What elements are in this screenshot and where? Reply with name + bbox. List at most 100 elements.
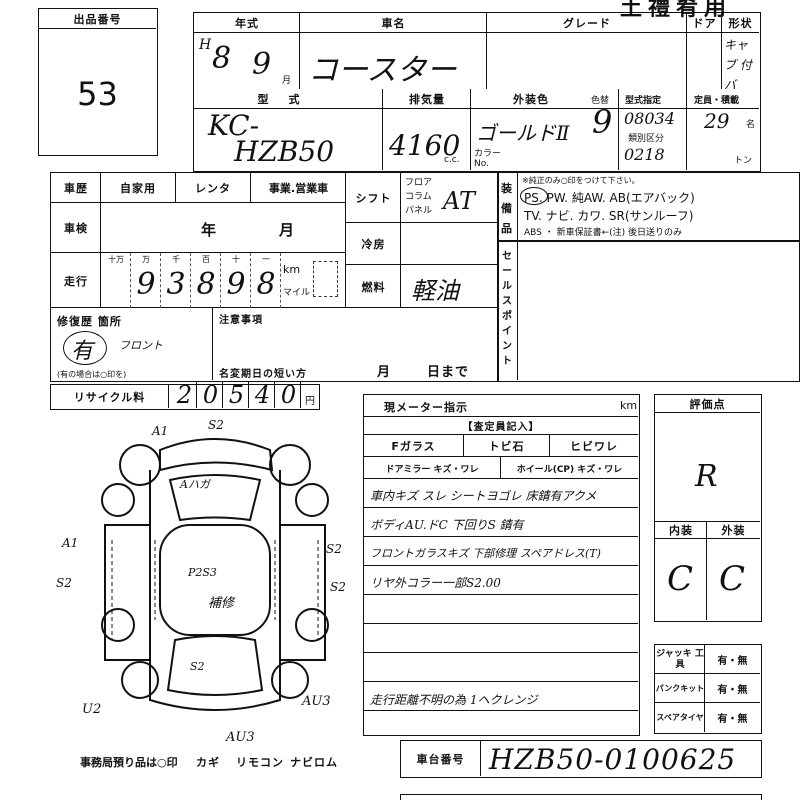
inspection-month-unit: 月: [279, 221, 296, 239]
accessory-jack-label: ジャッキ 工具: [656, 648, 704, 670]
repair-detail: フロント: [119, 339, 163, 352]
grade-label: グレード: [563, 17, 611, 30]
accessory-puncture-label: パンクキット: [655, 684, 705, 693]
repair-label: 修復歴 箇所: [57, 315, 122, 328]
recycle-digit: 2: [173, 381, 197, 409]
expiry-day-unit: 日まで: [427, 365, 470, 380]
mark-rear-u2: U2: [82, 702, 102, 717]
rating-box: 評価点 R 内装 外装 C C: [654, 394, 762, 622]
sheet-title: 土禮肴用: [620, 0, 733, 21]
recycle-digit: 4: [251, 381, 275, 409]
ps-circle: [520, 187, 548, 205]
chassis-box: 車台番号 HZB50-0100625: [400, 740, 762, 778]
mark-roof: P2S3: [188, 566, 217, 579]
shift-option-floor: フロア: [405, 178, 433, 188]
mark-left-a1: A1: [62, 536, 79, 550]
meter-label: 現メーター指示: [384, 401, 468, 414]
inspector-box: 現メーター指示 km 【査定員記入】 Fガラス トビ石 ヒビワレ ドアミラー キ…: [363, 394, 640, 736]
accessory-jack-value: 有・無: [717, 656, 748, 667]
displacement-label: 排気量: [409, 93, 445, 106]
wheel-label: ホイール(CP) キズ・ワレ: [516, 464, 623, 475]
mark-right-s2: S2: [326, 542, 342, 556]
year-era: H: [199, 37, 212, 53]
capacity-label: 定員・積載: [694, 96, 740, 106]
recycle-digit: 0: [277, 381, 301, 409]
office-note: 事務局預り品は○印: [80, 756, 178, 769]
type-designation-label: 型式指定: [625, 96, 662, 106]
recycle-digit: 0: [199, 381, 223, 409]
inspector-note-2: ボディAU.ドC 下回りS 錆有: [370, 518, 524, 532]
category-label: 類別区分: [628, 134, 665, 144]
year-label: 年式: [235, 17, 259, 30]
fuel-value: 軽油: [411, 277, 459, 305]
vehicle-table: 年式 車名 グレード ドア 形状 H 8 9 月 コースター キャブ 付バ 型式…: [193, 12, 761, 172]
mileage-digit-unit: 千: [172, 255, 180, 264]
lot-box: 出品番号 53: [38, 8, 158, 156]
lot-label: 出品番号: [39, 9, 156, 29]
mileage-digit-value: 8: [196, 267, 216, 302]
equipment-line1: PS. PW. 純AW. AB(エアバック): [524, 191, 695, 205]
inspector-note-3: フロントガラスキズ 下部修理 スペアドレス(T): [370, 547, 601, 560]
office-key: カギ: [196, 756, 220, 769]
model-line1: KC-: [208, 109, 260, 142]
mark-front-s2: S2: [208, 418, 224, 432]
equipment-line2: TV. ナビ. カワ. SR(サンルーフ): [524, 209, 694, 223]
door-mirror-label: ドアミラー キズ・ワレ: [364, 457, 501, 479]
lot-number: 53: [77, 75, 118, 113]
history-rental: レンタ: [176, 173, 251, 203]
ext-color-value: ゴールドⅡ: [476, 121, 570, 145]
year-value: 8: [212, 41, 232, 76]
history-label: 車歴: [64, 182, 88, 195]
sales-point-label: セールスポイント: [502, 251, 513, 367]
door-label: ドア: [692, 17, 717, 30]
chassis-label: 車台番号: [401, 741, 481, 776]
mark-left-s2: S2: [56, 576, 72, 590]
history-business: 事業.営業車: [268, 182, 329, 195]
mileage-digit-unit: 一: [262, 255, 270, 264]
mile-label: マイル: [283, 288, 311, 298]
inspector-note-6: 走行距離不明の為 1ヘクレンジ: [370, 693, 538, 707]
mile-box: [313, 261, 338, 297]
short-expiry-label: 名変期日の短い方: [219, 369, 307, 380]
office-navi: ナビロム: [290, 756, 338, 769]
cc-unit: c.c.: [444, 155, 460, 165]
km-label: km: [283, 263, 301, 276]
mark-roof-repair: 補修: [208, 596, 235, 611]
repair-circle: [63, 331, 107, 365]
capacity-unit: 名: [746, 120, 756, 130]
shift-option-column: コラム: [405, 192, 432, 202]
inspection-year-unit: 年: [201, 221, 218, 239]
ext-color-label: 外装色: [513, 93, 549, 106]
mileage-digit-value: 9: [226, 267, 246, 302]
month-value: 9: [252, 47, 272, 82]
equipment-note: ※純正のみ○印をつけて下さい。: [522, 176, 640, 185]
mileage-digit-unit: 万: [142, 255, 150, 264]
mileage-digit-unit: 十: [232, 255, 240, 264]
mark-rear-au3-right: AU3: [302, 694, 331, 709]
color-no-value: 9: [592, 103, 613, 141]
f-glass-label: Fガラス: [364, 435, 464, 457]
office-remote: リモコン: [236, 756, 284, 769]
displacement-value: 4160: [389, 129, 461, 162]
accessory-puncture-value: 有・無: [717, 685, 748, 696]
f-glass-opt2: ヒビワレ: [570, 440, 618, 453]
mark-right-s2b: S2: [330, 580, 346, 594]
caution-label: 注意事項: [219, 315, 263, 326]
color-no-label: 色替: [591, 96, 610, 106]
ac-label: 冷房: [361, 238, 386, 251]
mileage-digit-value: 8: [256, 267, 276, 302]
mark-rear-au3-left: AU3: [226, 730, 255, 745]
repair-note: (有の場合は○印を): [57, 370, 127, 379]
color-sub-label: カラー No.: [474, 149, 502, 169]
exterior-label: 外装: [721, 524, 746, 537]
f-glass-opt1: トビ石: [464, 435, 550, 457]
mileage-label: 走行: [64, 274, 88, 288]
inspector-note-4: リヤ外コラー一部S2.00: [370, 576, 501, 590]
car-name-value: コースター: [308, 53, 457, 88]
shift-value: AT: [443, 187, 476, 215]
